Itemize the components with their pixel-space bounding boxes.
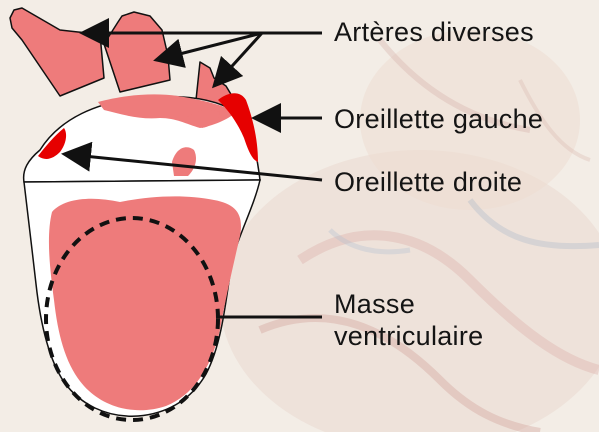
left-atrium-label: Oreillette gauche [334,104,543,134]
ventricular-mass-label-line2: ventriculaire [334,320,483,352]
right-atrium-label: Oreillette droite [334,167,522,197]
ventricular-mass-label: Masse ventriculaire [334,288,483,352]
arteries-arrow-2 [156,33,262,60]
arteries-shape [10,8,232,112]
ventricular-mass-label-line1: Masse [334,288,483,320]
arteries-label: Artères diverses [334,17,534,47]
arteries-arrow-3 [214,33,262,86]
